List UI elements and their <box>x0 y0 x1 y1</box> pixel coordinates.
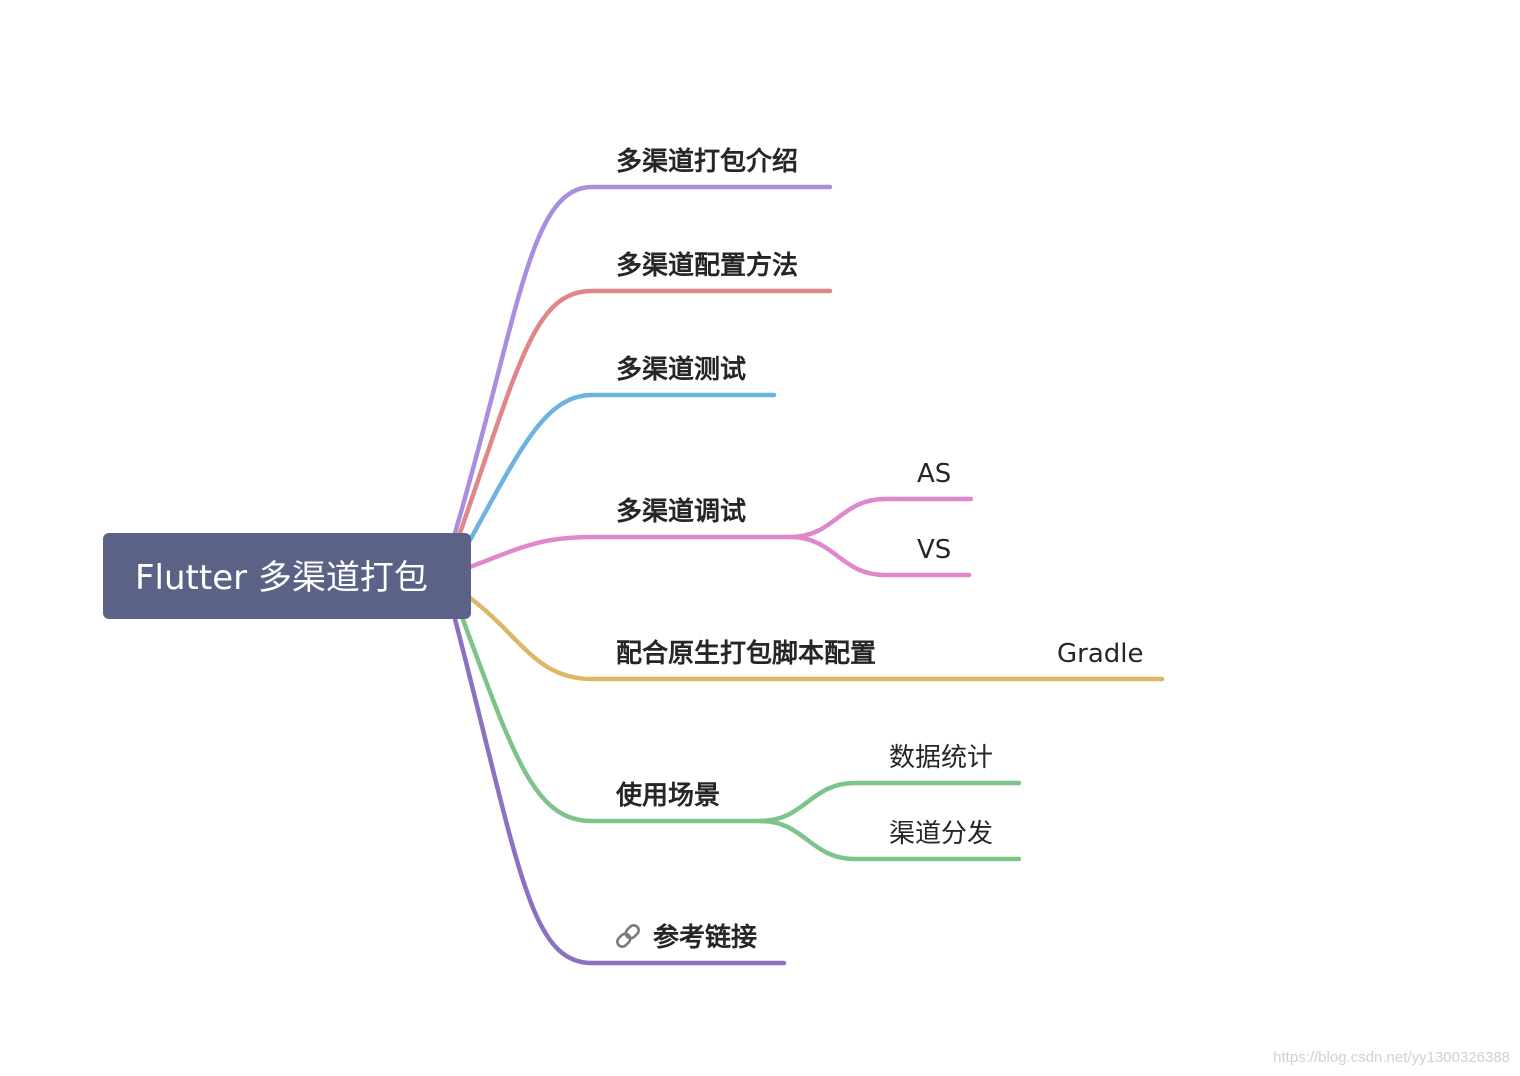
connector-testing <box>467 392 777 543</box>
branch-label-intro[interactable]: 多渠道打包介绍 <box>616 146 798 177</box>
branch-label-debugging[interactable]: 多渠道调试 <box>616 496 746 527</box>
branch-label-testing[interactable]: 多渠道测试 <box>616 354 746 385</box>
connector-leaf-channel-distribution <box>757 818 1022 862</box>
connector-leaf-as <box>787 496 974 540</box>
leaf-label-as[interactable]: AS <box>917 459 951 489</box>
leaf-label-data-statistics[interactable]: 数据统计 <box>889 743 993 773</box>
branch-label-use-cases[interactable]: 使用场景 <box>615 781 720 811</box>
leaf-label-vs[interactable]: VS <box>917 535 951 565</box>
connector-lines <box>452 184 1165 966</box>
root-node[interactable]: Flutter 多渠道打包 <box>103 533 471 619</box>
root-node-label: Flutter 多渠道打包 <box>135 558 428 598</box>
watermark-text: https://blog.csdn.net/yy1300326388 <box>1273 1049 1510 1066</box>
leaf-label-channel-distribution[interactable]: 渠道分发 <box>889 819 993 849</box>
connector-native-script-config <box>467 595 1165 682</box>
branch-label-native-script-config[interactable]: 配合原生打包脚本配置 <box>616 638 876 669</box>
branch-label-config-method[interactable]: 多渠道配置方法 <box>616 250 798 281</box>
connector-reference-links <box>452 616 787 966</box>
connector-leaf-data-statistics <box>757 780 1022 824</box>
root-node-box[interactable] <box>103 533 471 619</box>
connector-intro <box>452 184 833 536</box>
leaf-label-gradle[interactable]: Gradle <box>1057 639 1144 669</box>
connector-use-cases <box>459 614 763 824</box>
connector-debugging <box>467 534 793 570</box>
branch-label-reference-links[interactable]: 参考链接 <box>653 922 757 953</box>
connector-config-method <box>457 288 833 536</box>
connector-leaf-vs <box>787 534 972 578</box>
link-icon <box>616 924 640 948</box>
